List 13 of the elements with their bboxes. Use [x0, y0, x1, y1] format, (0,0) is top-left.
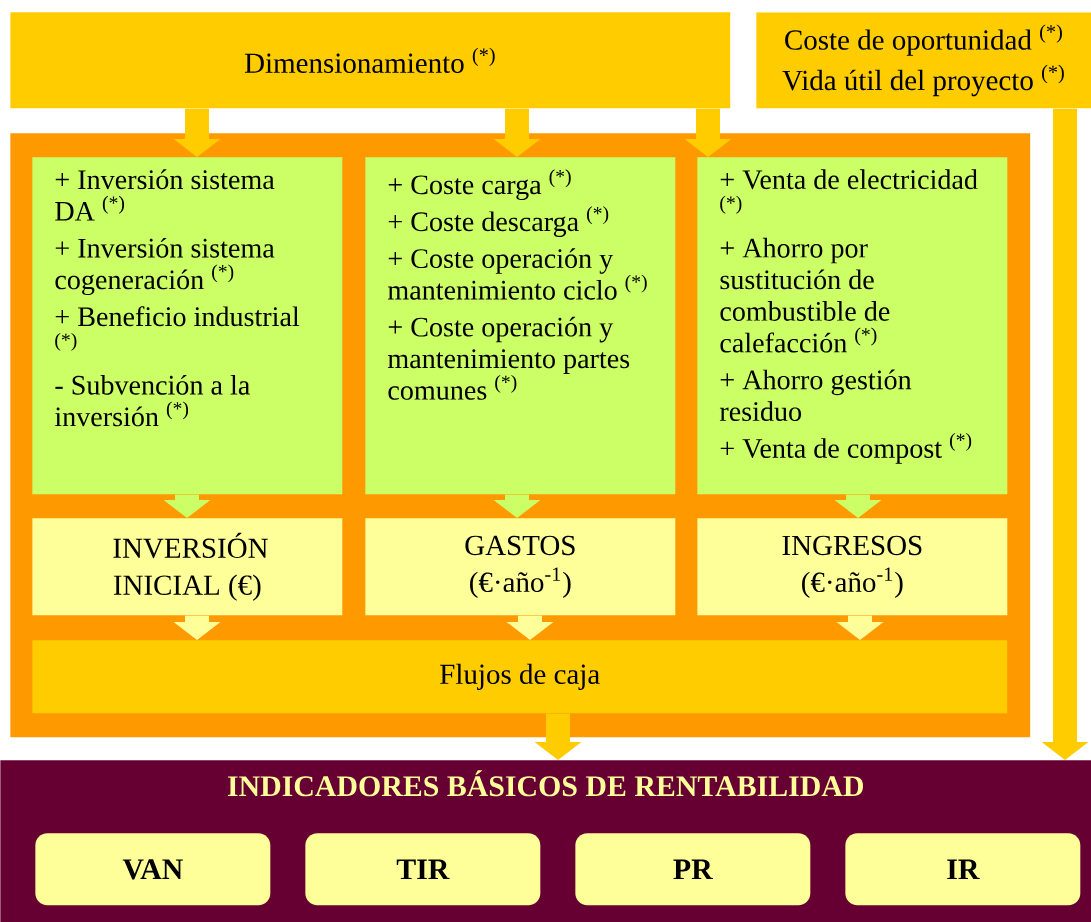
indicator-box: PR [575, 833, 811, 906]
indicator-box: VAN [35, 833, 271, 906]
result-band: Flujos de caja [32, 640, 1008, 714]
category-box: GASTOS (€·año$^{-1}$) [365, 518, 676, 616]
item-list-box: + Venta de electricidad (*) + Ahorro por sustitución de combustible de calefacción $^{(*)}$ + Ahorro gestión residuo + Venta de compost $^{(*)}$ [697, 157, 1008, 495]
item-list-box: + Inversión sistema DA $^{(*)}$ + Inversión sistema cogeneración $^{(*)}$ + Beneficio industrial (*) - Subvención a la inversión $^{(*)}$ [32, 157, 343, 495]
indicator-box: TIR [305, 833, 541, 906]
category-box: INVERSIÓN INICIAL (€) [32, 518, 343, 616]
parameter-box: Coste de oportunidad $^{(*)}$ Vida útil del proyecto $^{(*)}$ [756, 12, 1091, 109]
indicator-box: IR [845, 833, 1081, 906]
header-band: Dimensionamiento $^{(*)}$ [10, 12, 731, 109]
item-list-box: + Coste carga $^{(*)}$ + Coste descarga $^{(*)}$ + Coste operación y mantenimiento ciclo $^{(*)}$ + Coste operación y mantenimiento partes comunes $^{(*)}$ [365, 157, 676, 495]
category-box: INGRESOS (€·año$^{-1}$) [697, 518, 1008, 616]
